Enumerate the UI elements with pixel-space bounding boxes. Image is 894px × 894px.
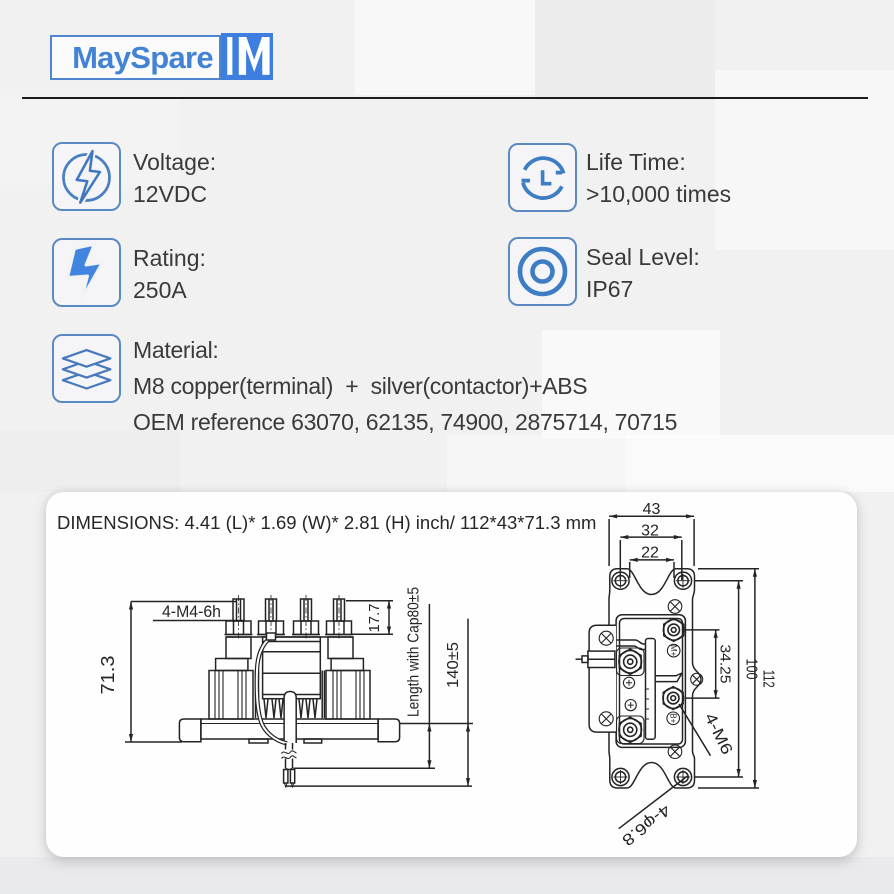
svg-text:M+: M+ (669, 645, 678, 657)
svg-text:4-M6: 4-M6 (701, 711, 736, 758)
svg-text:71.3: 71.3 (97, 656, 118, 695)
svg-text:112: 112 (760, 670, 777, 688)
svg-text:32: 32 (641, 523, 659, 540)
svg-text:34.25: 34.25 (717, 645, 734, 684)
svg-text:100: 100 (743, 659, 760, 680)
svg-text:Length with Cap80±5: Length with Cap80±5 (406, 587, 423, 717)
svg-text:B+: B+ (668, 713, 677, 723)
svg-text:22: 22 (641, 545, 659, 562)
svg-text:43: 43 (643, 501, 661, 518)
svg-text:140±5: 140±5 (445, 642, 462, 688)
svg-text:17.7: 17.7 (366, 604, 383, 633)
svg-text:4-M4-6h: 4-M4-6h (162, 603, 221, 621)
